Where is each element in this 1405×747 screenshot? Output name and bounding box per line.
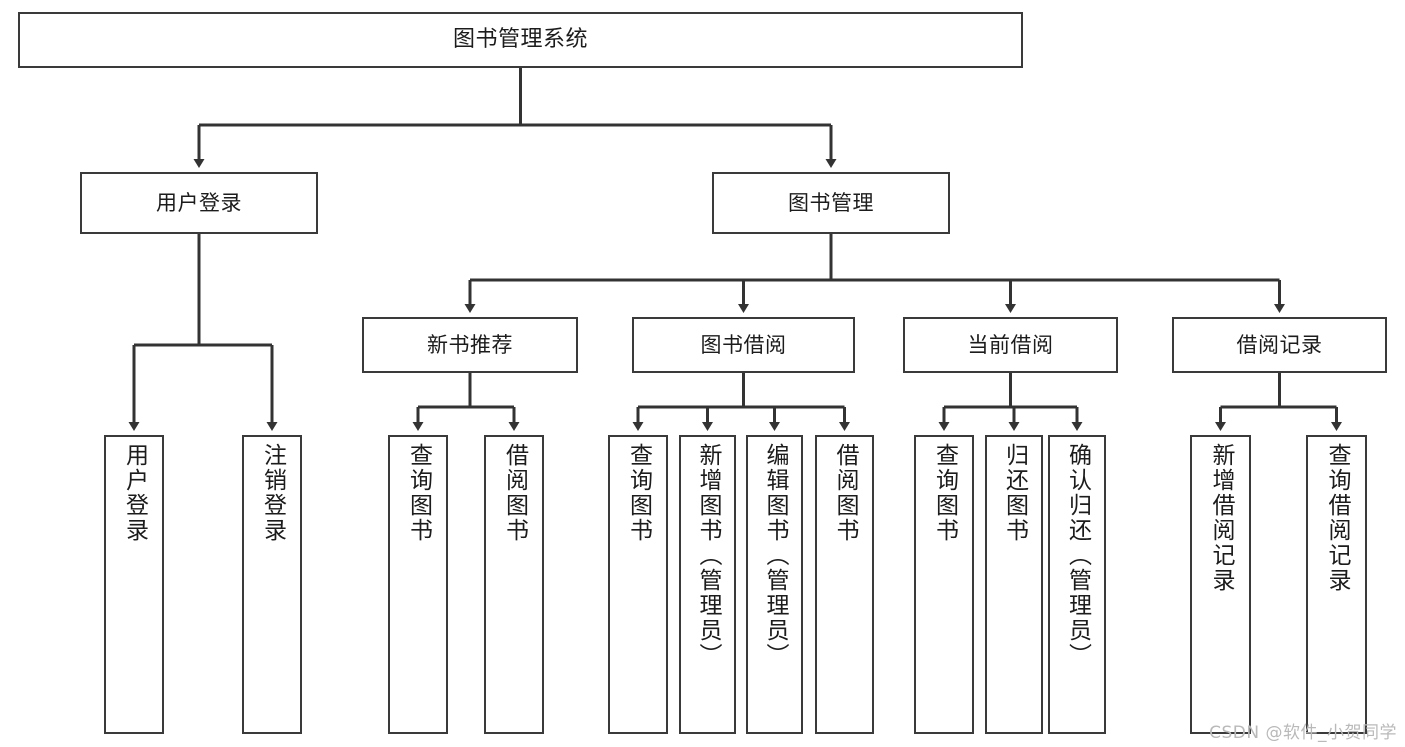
node-book-manage[interactable]: 图书管理: [712, 172, 950, 234]
node-book-borrow[interactable]: 图书借阅: [632, 317, 855, 373]
node-leaf-confirm-return[interactable]: 确认归还（管理员）: [1048, 435, 1106, 734]
node-leaf-user-login[interactable]: 用户登录: [104, 435, 164, 734]
node-leaf-logout[interactable]: 注销登录: [242, 435, 302, 734]
watermark: CSDN @软件_小贺同学: [1209, 723, 1397, 743]
node-leaf-query-book-1[interactable]: 查询图书: [388, 435, 448, 734]
node-leaf-borrow-book-2[interactable]: 借阅图书: [815, 435, 874, 734]
node-book-manage-label: 图书管理: [788, 190, 874, 215]
node-book-borrow-label: 图书借阅: [700, 332, 787, 357]
node-current-borrow-label: 当前借阅: [967, 332, 1054, 357]
node-leaf-borrow-book-2-label: 借阅图书: [832, 443, 858, 543]
node-leaf-logout-label: 注销登录: [259, 443, 286, 543]
node-current-borrow[interactable]: 当前借阅: [903, 317, 1118, 373]
node-leaf-query-record[interactable]: 查询借阅记录: [1306, 435, 1367, 734]
node-leaf-query-book-2-label: 查询图书: [625, 443, 652, 543]
node-leaf-confirm-return-label: 确认归还（管理员）: [1064, 443, 1091, 668]
node-leaf-borrow-book-1-label: 借阅图书: [501, 443, 528, 543]
node-leaf-query-book-3[interactable]: 查询图书: [914, 435, 974, 734]
node-leaf-query-book-2[interactable]: 查询图书: [608, 435, 668, 734]
node-leaf-edit-book[interactable]: 编辑图书（管理员）: [746, 435, 803, 734]
node-leaf-borrow-book-1[interactable]: 借阅图书: [484, 435, 544, 734]
node-leaf-edit-book-label: 编辑图书（管理员）: [762, 443, 788, 668]
node-leaf-add-record-label: 新增借阅记录: [1208, 443, 1234, 593]
node-user-login-label: 用户登录: [156, 190, 242, 215]
node-leaf-user-login-label: 用户登录: [121, 443, 148, 543]
node-leaf-add-book-label: 新增图书（管理员）: [695, 443, 721, 668]
node-new-book-rec-label: 新书推荐: [427, 332, 513, 357]
node-leaf-query-book-1-label: 查询图书: [405, 443, 432, 543]
node-leaf-query-book-3-label: 查询图书: [931, 443, 958, 543]
node-root-system-label: 图书管理系统: [452, 27, 588, 53]
node-leaf-add-record[interactable]: 新增借阅记录: [1190, 435, 1251, 734]
node-leaf-return-book[interactable]: 归还图书: [985, 435, 1043, 734]
node-leaf-query-record-label: 查询借阅记录: [1324, 443, 1350, 593]
node-leaf-add-book[interactable]: 新增图书（管理员）: [679, 435, 736, 734]
node-borrow-record-label: 借阅记录: [1236, 332, 1323, 357]
node-root-system[interactable]: 图书管理系统: [18, 12, 1023, 68]
node-user-login[interactable]: 用户登录: [80, 172, 318, 234]
node-borrow-record[interactable]: 借阅记录: [1172, 317, 1387, 373]
node-new-book-rec[interactable]: 新书推荐: [362, 317, 578, 373]
node-leaf-return-book-label: 归还图书: [1001, 443, 1028, 543]
